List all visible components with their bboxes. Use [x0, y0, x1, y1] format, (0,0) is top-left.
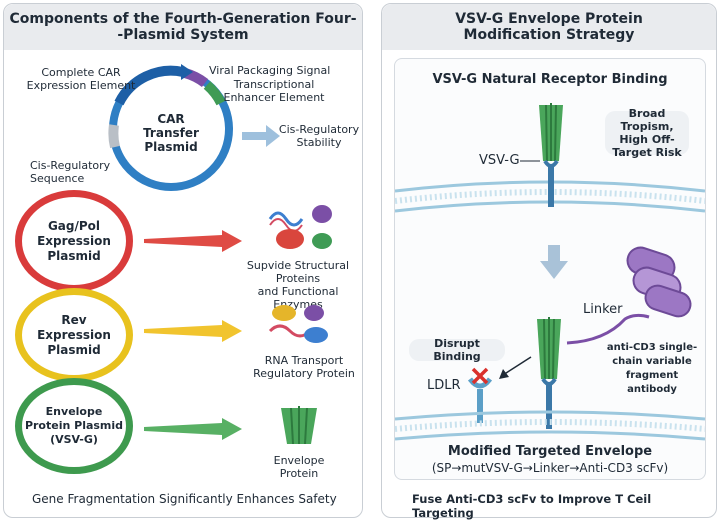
left-panel-title: Components of the Fourth-Generation Four… — [4, 4, 362, 50]
envelope-plasmid-ring: Envelope Protein Plasmid (VSV-G) — [15, 378, 133, 474]
cis-stability-label: Cis-Regulatory Stability — [278, 123, 360, 149]
car-result-arrow — [242, 125, 280, 147]
envelope-arrow — [144, 418, 242, 440]
rev-result-label: RNA Transport Regulatory Protein — [253, 354, 355, 380]
vsvg-label: VSV-G — [479, 153, 520, 168]
structural-proteins-icon — [268, 205, 332, 249]
ldlr-receptor-icon — [467, 377, 493, 423]
block-x-icon — [471, 367, 489, 385]
right-panel-title: VSV-G Envelope Protein Modification Stra… — [382, 4, 716, 50]
car-plasmid-label: CAR Transfer Plasmid — [143, 112, 199, 154]
right-footer: Fuse Anti-CD3 scFv to Improve T Ceil Tar… — [412, 492, 652, 520]
linker-line — [566, 313, 650, 345]
vsvg-label-line — [520, 160, 540, 162]
modified-envelope-formula: (SP→mutVSV-G→Linker→Anti-CD3 scFv) — [431, 461, 669, 475]
cis-sequence-label: Cis-Regulatory Sequence — [30, 159, 111, 185]
disrupt-arrow — [499, 356, 532, 379]
membrane-bottom — [395, 410, 705, 441]
enhancer-label: Transcriptional Enhancer Element — [223, 78, 325, 104]
complete-car-label: Complete CAR Expression Element — [26, 66, 136, 92]
gagpol-plasmid-ring: Gag/Pol Expression Plasmid — [15, 190, 133, 292]
viral-packaging-label: Viral Packaging Signal — [209, 64, 331, 77]
natural-binding-title: VSV-G Natural Receptor Binding — [432, 72, 668, 87]
right-title-line2: Modification Strategy — [463, 27, 635, 43]
right-panel: VSV-G Envelope Protein Modification Stra… — [381, 3, 717, 520]
linker-label: Linker — [583, 302, 623, 317]
scfv-icon — [626, 246, 692, 318]
rna-transport-icon — [268, 305, 328, 343]
rev-plasmid-ring: Rev Expression Plasmid — [15, 288, 133, 382]
modified-envelope-title: Modified Targeted Envelope — [447, 444, 653, 459]
tropism-bubble: Broad Tropism, High Off- Target Risk — [605, 107, 689, 159]
envelope-protein-icon — [281, 406, 317, 445]
scfv-label: anti-CD3 single- chain variable fragment… — [606, 342, 698, 395]
vsvg-protein-icon — [539, 103, 563, 207]
left-panel: Components of the Fourth-Generation Four… — [3, 3, 363, 518]
gagpol-arrow — [144, 230, 242, 252]
rev-arrow — [144, 320, 242, 342]
right-title-line1: VSV-G Envelope Protein — [455, 11, 643, 27]
left-footer: Gene Fragmentation Significantly Enhance… — [32, 492, 337, 506]
left-title-line2: -Plasmid System — [117, 27, 249, 43]
strategy-box: VSV-G Natural Receptor Binding VSV-G Bro… — [394, 58, 706, 480]
envelope-result-label: Envelope Protein — [273, 454, 325, 480]
down-arrow — [540, 245, 568, 279]
ldlr-label: LDLR — [427, 378, 461, 393]
left-title-line1: Components of the Fourth-Generation Four… — [9, 11, 357, 27]
disrupt-binding-bubble: Disrupt Binding — [409, 337, 505, 363]
mutvsvg-protein-icon — [537, 317, 561, 429]
car-plasmid-ring — [108, 64, 233, 191]
